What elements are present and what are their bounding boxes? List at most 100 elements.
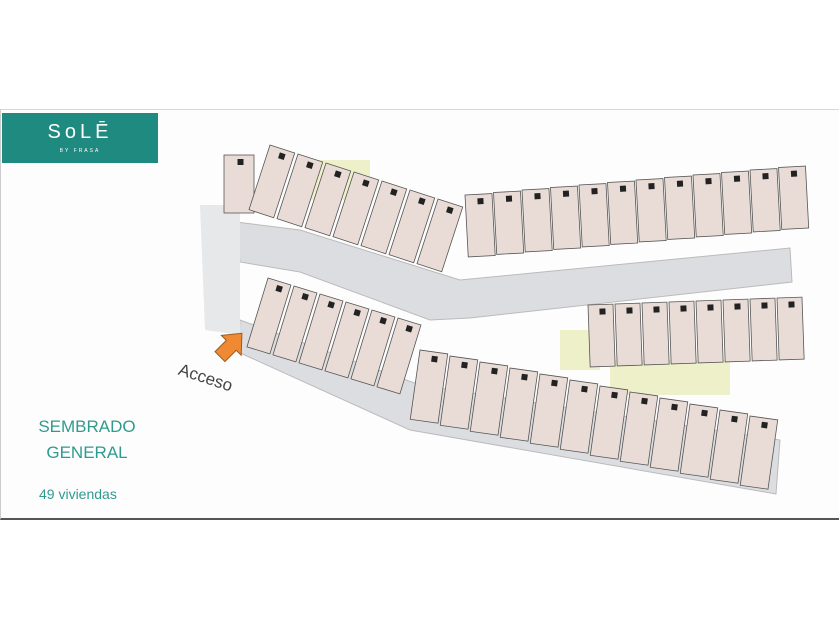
unit-roof-icon (306, 161, 314, 169)
housing-unit (376, 317, 422, 395)
unit-roof-icon (648, 183, 655, 190)
housing-unit (529, 373, 569, 448)
housing-unit (521, 188, 553, 253)
unit-roof-icon (731, 415, 738, 423)
unit-roof-icon (461, 361, 468, 369)
housing-unit (664, 175, 696, 240)
unit-roof-icon (599, 308, 606, 315)
housing-unit (550, 185, 582, 250)
housing-unit (695, 299, 724, 364)
housing-unit (641, 301, 670, 366)
housing-unit (692, 173, 724, 238)
plan-title-line1: SEMBRADO (38, 417, 136, 436)
housing-unit (469, 361, 509, 436)
plan-title-line2: GENERAL (46, 443, 128, 462)
housing-unit (635, 178, 667, 243)
housing-unit (298, 293, 344, 371)
housing-unit (749, 168, 781, 233)
housing-unit (749, 297, 778, 362)
unit-roof-icon (705, 178, 712, 185)
unit-roof-icon (327, 300, 335, 309)
unit-roof-icon (446, 206, 454, 214)
unit-roof-icon (477, 198, 484, 205)
unit-roof-icon (491, 367, 498, 375)
housing-unit (350, 309, 396, 387)
unit-roof-icon (707, 304, 714, 311)
unit-roof-icon (562, 190, 570, 197)
housing-unit (668, 300, 697, 365)
housing-unit (587, 303, 616, 368)
housing-unit (721, 170, 753, 235)
unit-roof-icon (788, 301, 795, 308)
unit-roof-icon (680, 305, 687, 312)
housing-unit (578, 183, 610, 248)
unit-roof-icon (521, 373, 528, 381)
housing-unit (607, 180, 639, 245)
housing-unit (499, 367, 539, 442)
unit-roof-icon (334, 170, 342, 178)
housing-unit (248, 144, 296, 219)
unit-roof-icon (534, 193, 541, 200)
unit-roof-icon (790, 170, 798, 177)
unit-roof-icon (431, 355, 438, 363)
unit-roof-icon (619, 185, 627, 192)
unit-roof-icon (418, 197, 426, 205)
housing-unit (776, 296, 805, 361)
unit-roof-icon (611, 391, 618, 399)
housing-unit (416, 198, 464, 273)
housing-units (223, 144, 810, 490)
unit-roof-icon (641, 397, 648, 405)
housing-unit (619, 391, 659, 466)
logo-subtitle: BY FRASA (59, 148, 101, 154)
housing-unit (324, 301, 370, 379)
housing-unit (778, 165, 810, 230)
housing-unit (360, 180, 408, 255)
unit-roof-icon (671, 403, 678, 411)
housing-unit (272, 285, 318, 363)
housing-unit (409, 349, 449, 424)
units-count: 49 viviendas (39, 486, 117, 502)
plan-title: SEMBRADO GENERAL (28, 414, 146, 466)
housing-unit (464, 193, 496, 258)
housing-unit (709, 409, 749, 484)
unit-roof-icon (301, 292, 309, 301)
housing-unit (439, 355, 479, 430)
unit-roof-icon (390, 188, 398, 196)
housing-unit (679, 403, 719, 478)
unit-roof-icon (405, 324, 413, 333)
unit-roof-icon (734, 303, 741, 310)
housing-unit (276, 153, 324, 228)
access-arrow-icon (214, 332, 243, 363)
unit-roof-icon (353, 308, 361, 317)
housing-unit (649, 397, 689, 472)
unit-roof-icon (676, 180, 684, 187)
unit-roof-icon (626, 307, 633, 314)
unit-roof-icon (701, 409, 708, 417)
housing-unit (223, 154, 255, 214)
unit-roof-icon (733, 175, 741, 182)
unit-roof-icon (653, 306, 660, 313)
unit-roof-icon (591, 188, 598, 195)
unit-roof-icon (761, 421, 768, 429)
unit-roof-icon (278, 152, 286, 160)
unit-roof-icon (581, 385, 588, 393)
housing-unit (304, 162, 352, 237)
housing-unit (722, 298, 751, 363)
unit-roof-icon (761, 302, 768, 309)
housing-unit (493, 190, 525, 255)
unit-roof-icon (505, 195, 513, 202)
unit-roof-icon (551, 379, 558, 387)
housing-unit (739, 415, 779, 490)
unit-roof-icon (762, 173, 769, 180)
sole-logo: SoLĒ BY FRASA (2, 113, 158, 163)
logo-name: SoLĒ (47, 121, 113, 143)
housing-unit (332, 171, 380, 246)
unit-roof-icon (237, 159, 244, 165)
housing-unit (559, 379, 599, 454)
housing-unit (388, 189, 436, 264)
unit-roof-icon (379, 316, 387, 325)
unit-roof-icon (362, 179, 370, 187)
housing-unit (614, 302, 643, 367)
housing-unit (246, 277, 292, 355)
